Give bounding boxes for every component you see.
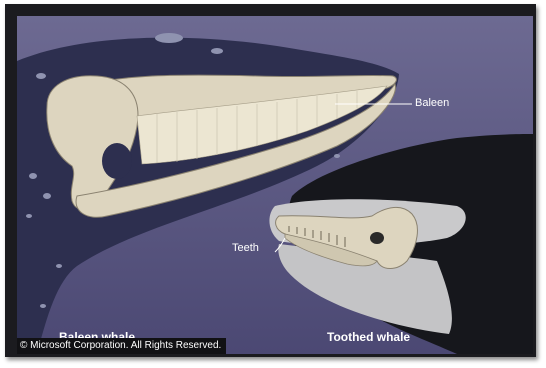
- baleen-label: Baleen: [415, 97, 449, 109]
- illustration-svg: [17, 16, 533, 354]
- toothed-whale-caption: Toothed whale: [327, 330, 410, 344]
- copyright-notice: © Microsoft Corporation. All Rights Rese…: [17, 338, 226, 354]
- image-frame: Baleen Teeth Baleen whale Toothed whale …: [5, 4, 536, 357]
- toothed-eye-socket: [370, 232, 384, 244]
- baleen-eye-socket: [102, 143, 132, 179]
- whale-illustration: Baleen Teeth Baleen whale Toothed whale …: [17, 16, 533, 354]
- teeth-label: Teeth: [232, 242, 259, 254]
